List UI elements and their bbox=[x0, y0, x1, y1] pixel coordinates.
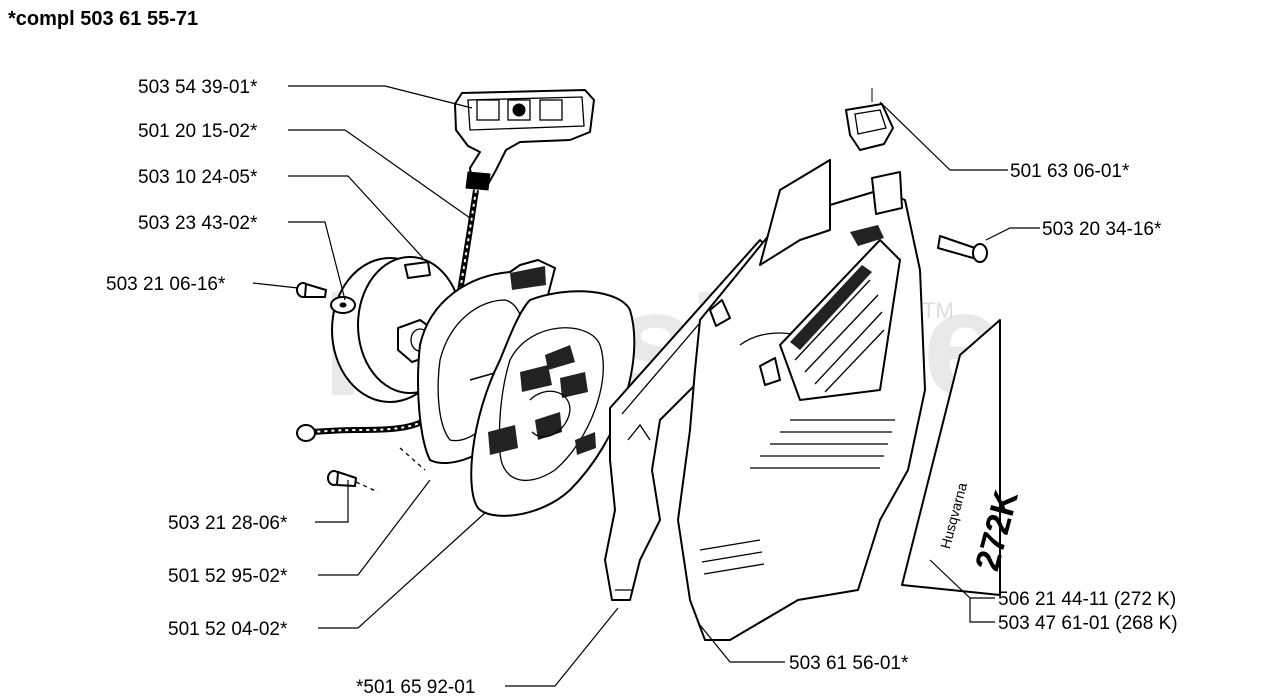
callout-label-decal-268k: 503 47 61-01 (268 K) bbox=[998, 613, 1178, 634]
callout-label-spring-cassette: 501 52 95-02* bbox=[168, 566, 288, 587]
callout-label-washer: 503 23 43-02* bbox=[138, 213, 258, 234]
callout-label-starter-pulley: 503 10 24-05* bbox=[138, 167, 258, 188]
watermark-tm: TM bbox=[922, 298, 954, 323]
callout-label-decal-272k: 506 21 44-11 (272 K) bbox=[998, 589, 1176, 610]
decal-drawing: Husqvarna 272K bbox=[901, 319, 1026, 596]
callout-label-starter-handle: 503 54 39-01* bbox=[138, 77, 258, 98]
callout-labels: 503 54 39-01* 501 20 15-02* 503 10 24-05… bbox=[106, 77, 1178, 698]
callout-label-housing-screw: 503 20 34-16* bbox=[1042, 219, 1162, 240]
callout-label-pulley-screw: 503 21 06-16* bbox=[106, 274, 226, 295]
page-title: *compl 503 61 55-71 bbox=[8, 8, 199, 30]
callout-label-gasket-plate: *501 65 92-01 bbox=[356, 677, 475, 698]
starter-housing-drawing bbox=[677, 159, 926, 641]
housing-screw-drawing bbox=[937, 235, 988, 263]
starter-handle-drawing bbox=[454, 89, 595, 191]
plug-cap-drawing bbox=[845, 88, 894, 151]
washer-drawing bbox=[330, 296, 356, 314]
spring-screw-drawing bbox=[327, 447, 426, 493]
callout-label-rope-clip: 501 20 15-02* bbox=[138, 121, 258, 142]
leader-lines bbox=[252, 85, 1040, 687]
pulley-screw-drawing bbox=[296, 282, 327, 298]
recoil-spring-drawing bbox=[470, 290, 636, 517]
callout-label-spring-screw: 503 21 28-06* bbox=[168, 513, 288, 534]
callout-label-plug-cap: 501 63 06-01* bbox=[1010, 161, 1130, 182]
callout-label-starter-housing: 503 61 56-01* bbox=[789, 653, 909, 674]
callout-label-recoil-spring: 501 52 04-02* bbox=[168, 619, 288, 640]
